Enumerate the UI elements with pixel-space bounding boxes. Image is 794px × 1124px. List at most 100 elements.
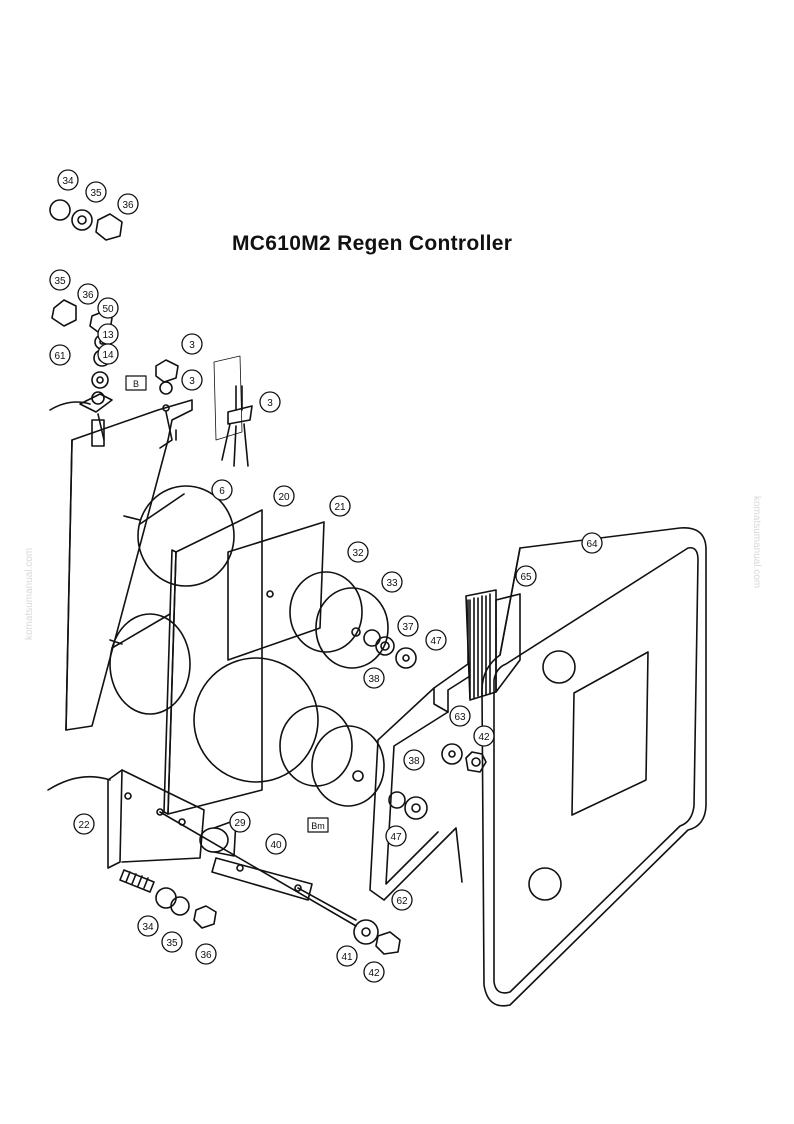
callout-47: 47 bbox=[385, 825, 407, 847]
callout-label: 61 bbox=[54, 351, 66, 362]
callout-37: 37 bbox=[397, 615, 419, 637]
capacitor-lower bbox=[109, 613, 191, 715]
callout-label: 35 bbox=[166, 938, 178, 949]
callout-label: 41 bbox=[341, 952, 353, 963]
callout-14: 14 bbox=[97, 343, 119, 365]
callout-36: 36 bbox=[117, 193, 139, 215]
callout-label: 34 bbox=[62, 176, 74, 187]
callout-42: 42 bbox=[473, 725, 495, 747]
callout-33: 33 bbox=[381, 571, 403, 593]
terminal-strip-65 bbox=[465, 589, 521, 701]
callout-label: 64 bbox=[586, 539, 598, 550]
callout-3: 3 bbox=[181, 369, 203, 391]
capacitor-upper bbox=[123, 485, 235, 587]
capacitor-32-33 bbox=[289, 571, 389, 669]
callout-63: 63 bbox=[449, 705, 471, 727]
callout-40: 40 bbox=[265, 833, 287, 855]
callout-label: 65 bbox=[520, 572, 532, 583]
callout-label: 6 bbox=[219, 486, 225, 497]
callout-20: 20 bbox=[273, 485, 295, 507]
tag-box: B bbox=[125, 375, 147, 391]
callout-29: 29 bbox=[229, 811, 251, 833]
hardware-column-3 bbox=[155, 359, 179, 412]
diode-29 bbox=[199, 819, 237, 857]
fastener-stack-38-47-lower bbox=[388, 791, 428, 820]
callout-label: 35 bbox=[90, 188, 102, 199]
callout-3: 3 bbox=[259, 391, 281, 413]
callout-22: 22 bbox=[73, 813, 95, 835]
callout-label: 37 bbox=[402, 622, 414, 633]
callout-label: 50 bbox=[102, 304, 114, 315]
diagram-title: MC610M2 Regen Controller bbox=[232, 232, 513, 255]
callout-label: 38 bbox=[408, 756, 420, 767]
callout-label: 38 bbox=[368, 674, 380, 685]
callout-6: 6 bbox=[211, 479, 233, 501]
callout-label: 36 bbox=[122, 200, 134, 211]
callout-61: 61 bbox=[49, 344, 71, 366]
callout-label: 33 bbox=[386, 578, 398, 589]
cover-plate-64 bbox=[481, 527, 707, 1007]
mounting-bracket-22 bbox=[107, 769, 205, 869]
callout-38: 38 bbox=[363, 667, 385, 689]
callout-21: 21 bbox=[329, 495, 351, 517]
stud-bottom-left bbox=[119, 869, 217, 929]
callout-label: 22 bbox=[78, 820, 90, 831]
callout-label: 20 bbox=[278, 492, 290, 503]
callout-38: 38 bbox=[403, 749, 425, 771]
heat-sink-plate-6 bbox=[163, 509, 319, 815]
callout-group: 3435363536501314613336202132333747386564… bbox=[49, 169, 603, 983]
callout-label: 34 bbox=[142, 922, 154, 933]
callout-label: 35 bbox=[54, 276, 66, 287]
callout-35: 35 bbox=[49, 269, 71, 291]
tag-group: B Bm bbox=[125, 375, 329, 833]
cable-3 bbox=[213, 355, 253, 467]
callout-34: 34 bbox=[137, 915, 159, 937]
hardware-top-left bbox=[49, 199, 123, 327]
strap-40 bbox=[211, 857, 313, 901]
washer-nut-63-42 bbox=[441, 743, 487, 773]
callout-label: 14 bbox=[102, 350, 114, 361]
callout-label: 42 bbox=[368, 968, 380, 979]
callout-47: 47 bbox=[425, 629, 447, 651]
callout-label: 62 bbox=[396, 896, 408, 907]
callout-label: 21 bbox=[334, 502, 346, 513]
callout-3: 3 bbox=[181, 333, 203, 355]
callout-36: 36 bbox=[195, 943, 217, 965]
nut-stack-41-42 bbox=[353, 919, 401, 955]
fastener-stack-37-38-47 bbox=[363, 629, 417, 669]
callout-32: 32 bbox=[347, 541, 369, 563]
callout-label: 40 bbox=[270, 840, 282, 851]
callout-label: 3 bbox=[189, 340, 195, 351]
callout-50: 50 bbox=[97, 297, 119, 319]
callout-label: 3 bbox=[267, 398, 273, 409]
callout-13: 13 bbox=[97, 323, 119, 345]
callout-41: 41 bbox=[336, 945, 358, 967]
callout-label: 32 bbox=[352, 548, 364, 559]
capacitor-lower-right bbox=[279, 705, 385, 807]
callout-label: 42 bbox=[478, 732, 490, 743]
callout-label: 63 bbox=[454, 712, 466, 723]
callout-42: 42 bbox=[363, 961, 385, 983]
callout-36: 36 bbox=[77, 283, 99, 305]
callout-65: 65 bbox=[515, 565, 537, 587]
callout-label: 36 bbox=[200, 950, 212, 961]
callout-label: 47 bbox=[390, 832, 402, 843]
leader-lines bbox=[47, 401, 357, 927]
tag-label: B bbox=[133, 379, 139, 389]
callout-35: 35 bbox=[85, 181, 107, 203]
base-plate bbox=[65, 399, 193, 731]
callout-34: 34 bbox=[57, 169, 79, 191]
callout-label: 36 bbox=[82, 290, 94, 301]
insulator-plate-20 bbox=[227, 521, 325, 661]
callout-label: 47 bbox=[430, 636, 442, 647]
callout-35: 35 bbox=[161, 931, 183, 953]
callout-64: 64 bbox=[581, 532, 603, 554]
callout-62: 62 bbox=[391, 889, 413, 911]
callout-label: 3 bbox=[189, 376, 195, 387]
callout-label: 29 bbox=[234, 818, 246, 829]
bus-bar-62 bbox=[369, 599, 471, 901]
tag-label: Bm bbox=[311, 821, 325, 831]
tag-box: Bm bbox=[307, 817, 329, 833]
